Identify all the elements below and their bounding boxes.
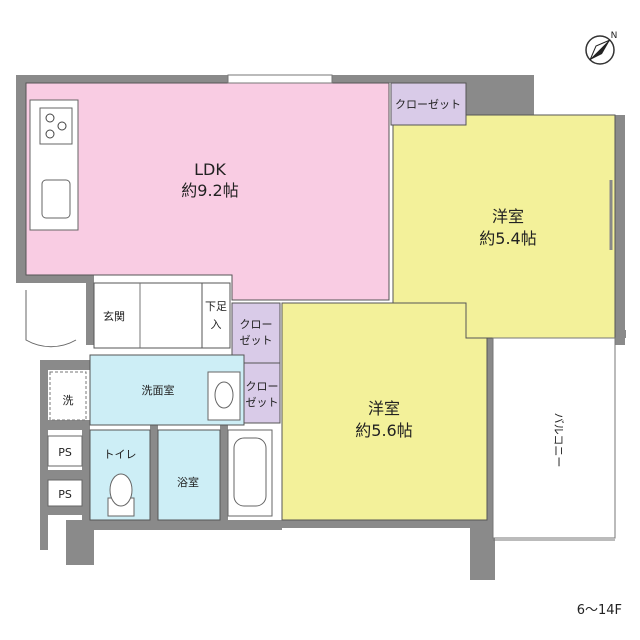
washroom-label: 洗面室 <box>142 383 175 397</box>
closet-mid-label-top: クロー <box>240 318 273 331</box>
closet-low <box>243 362 281 424</box>
window-top <box>227 74 333 84</box>
floor-range-label: 6～14F <box>576 603 622 618</box>
ldk-room <box>25 82 390 301</box>
ps-box-2 <box>47 479 83 507</box>
closet-low-label-bottom: ゼット <box>246 396 279 409</box>
ps-box-1 <box>47 435 83 467</box>
balcony <box>492 337 616 539</box>
closet-mid-label-bottom: ゼット <box>240 334 273 347</box>
toilet-label: トイレ <box>104 448 137 461</box>
shoe-storage <box>201 282 231 349</box>
bath-room <box>157 429 221 521</box>
western-room-2-name: 洋室 <box>368 399 400 418</box>
toilet-icon <box>109 473 133 507</box>
closet-top-label: クローゼット <box>395 98 461 111</box>
western-room-1-size: 約5.4帖 <box>479 229 536 248</box>
balcony-label: バルコニー <box>552 413 565 468</box>
washer-label: 洗 <box>63 394 74 407</box>
ps-label-2: PS <box>58 488 72 501</box>
bath-label: 浴室 <box>177 475 199 489</box>
closet-mid <box>231 302 281 364</box>
entrance-door-icon <box>25 290 77 348</box>
western-room-1-name: 洋室 <box>492 207 524 226</box>
shoe-storage-label-bottom: 入 <box>211 318 222 331</box>
western-room-2 <box>281 302 488 521</box>
closet-low-label-top: クロー <box>246 380 279 393</box>
stove-icon <box>39 107 73 145</box>
shoe-storage-label-top: 下足 <box>205 300 227 313</box>
ps-label-1: PS <box>58 446 72 459</box>
ldk-name: LDK <box>194 160 226 179</box>
compass-letter: N <box>611 31 618 41</box>
ldk-size: 約9.2帖 <box>181 181 238 200</box>
north-arrow-icon <box>585 35 615 65</box>
washer-area <box>49 371 87 421</box>
western-room-2-size: 約5.6帖 <box>355 421 412 440</box>
sink-icon <box>41 179 71 219</box>
entrance-label: 玄関 <box>103 309 125 323</box>
